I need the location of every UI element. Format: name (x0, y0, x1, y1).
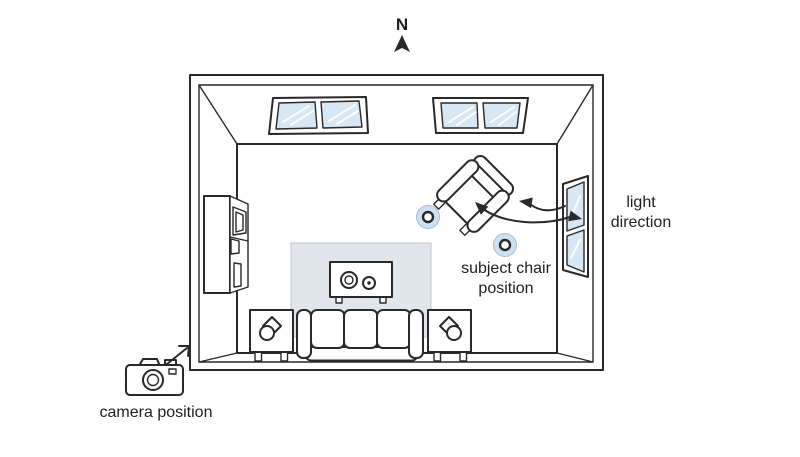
corner-line-nw (198, 84, 238, 145)
glass-reflection (498, 111, 517, 126)
glass-reflection (570, 239, 581, 259)
light-direction-arrows (475, 197, 582, 224)
bookcase-shelf-mid (230, 238, 240, 255)
glass-reflection (456, 111, 477, 126)
arrow-shaft (166, 347, 188, 365)
console-knob-large-inner (344, 275, 354, 285)
glass-reflection (282, 105, 310, 123)
marker-center (421, 210, 435, 224)
labels: light direction subject chair position c… (100, 194, 672, 421)
console-knob-small-dot (367, 281, 371, 285)
glass-reflection (336, 110, 359, 125)
sofa-backrest (305, 346, 418, 362)
corner-line-sw (198, 352, 238, 363)
bookcase-shelf-inner (235, 211, 244, 233)
glass-reflection (448, 106, 474, 123)
light-arrow-long (482, 208, 571, 224)
subject-chair-label-line1: subject chair (461, 260, 551, 277)
north-window-left (268, 96, 369, 135)
north-arrow-icon (394, 35, 410, 52)
arrow-head-open-icon (178, 345, 190, 357)
arrowhead-chair-icon (475, 202, 489, 215)
bookcase-side (203, 195, 231, 294)
console-body (329, 261, 393, 298)
camera-position-group (125, 345, 190, 396)
table-foot (433, 351, 442, 362)
window-pane (275, 101, 318, 130)
table-foot (254, 351, 263, 362)
sofa (296, 309, 424, 362)
position-marker-1 (416, 205, 440, 229)
room-wall-top-edge (198, 84, 594, 363)
glass-reflection (290, 110, 314, 126)
camera-icon (125, 358, 184, 396)
light-arrow-short (529, 203, 566, 212)
glass-reflection (490, 106, 515, 123)
marker-center (498, 238, 512, 252)
sofa-cushion (376, 309, 412, 349)
glass-reflection (328, 104, 356, 122)
subject-chair (432, 154, 515, 237)
sofa-arm-left (296, 309, 312, 359)
bookcase (203, 195, 249, 294)
bookcase-shelf-bottom (233, 262, 242, 288)
lamp-base (446, 325, 462, 341)
lamp-base (259, 325, 275, 341)
corner-line-se (556, 352, 594, 363)
sofa-cushion (310, 309, 346, 349)
media-console (329, 261, 393, 304)
side-table-left (249, 309, 294, 362)
camera-direction-arrow (166, 345, 190, 365)
compass: N (394, 15, 410, 52)
arrowhead-window-icon (568, 210, 582, 222)
light-direction-label-line2: direction (611, 214, 671, 231)
sofa-arm-right (408, 309, 424, 359)
corner-line-ne (556, 84, 594, 145)
bookcase-divider (229, 236, 249, 242)
north-window-right (432, 97, 529, 134)
lamp-icon (439, 316, 462, 341)
room-outer-wall (189, 74, 604, 371)
chair-arm-left (436, 159, 480, 203)
side-table-right (427, 309, 472, 362)
position-marker-2 (493, 233, 517, 257)
arrowhead-left-icon (519, 197, 533, 209)
table-foot (459, 351, 468, 362)
camera-position-label: camera position (100, 404, 213, 421)
camera-lens-inner (146, 373, 160, 387)
lamp-icon (259, 316, 282, 341)
east-window (562, 175, 589, 278)
north-label: N (396, 15, 408, 34)
light-direction-label-line1: light (626, 194, 656, 211)
table-foot (280, 351, 289, 362)
sofa-cushion (343, 309, 379, 349)
subject-chair-label-line2: position (478, 280, 533, 297)
camera-button (168, 368, 177, 375)
